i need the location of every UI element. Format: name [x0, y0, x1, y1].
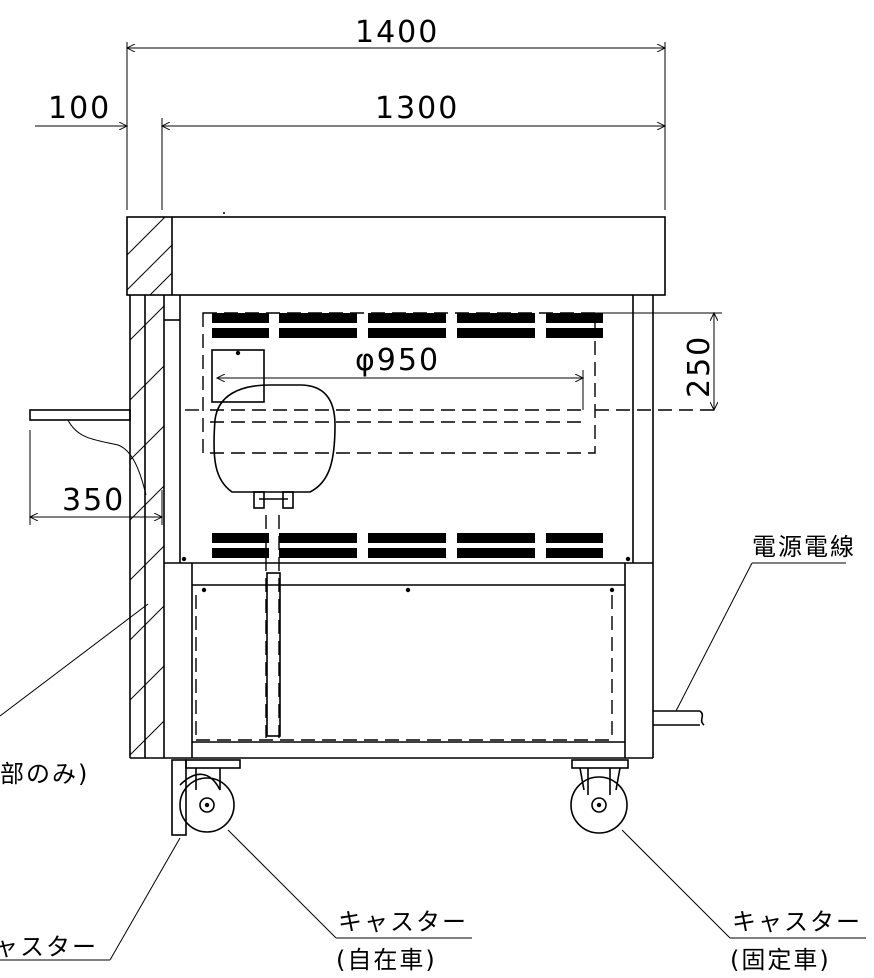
caster-right — [570, 759, 629, 834]
dimension-950: φ950 — [217, 343, 583, 410]
dimension-250-label: 250 — [682, 335, 717, 398]
caster-fixed-callout: キャスター (固定車) — [621, 829, 866, 974]
paddle-shape — [211, 349, 336, 737]
caster-left-label: ャスター — [0, 933, 98, 961]
power-cable-label: 電源電線 — [752, 533, 856, 561]
dimension-1300-label: 1300 — [375, 91, 459, 126]
caster-swivel-label-2: (自在車) — [336, 946, 437, 974]
caster-left-callout: ャスター — [0, 837, 181, 961]
caster-swivel-callout: キャスター (自在車) — [227, 829, 472, 974]
caster-swivel-label-1: キャスター — [338, 908, 468, 936]
dimension-250: 250 — [595, 313, 722, 410]
top-block — [126, 212, 666, 296]
dimension-1400-label: 1400 — [355, 15, 439, 50]
hidden-lines — [185, 312, 720, 741]
dimension-1400: 1400 — [127, 15, 665, 210]
caster-fixed-label-1: キャスター — [732, 908, 862, 936]
power-cable: 電源電線 — [653, 533, 856, 726]
caster-left — [171, 759, 241, 836]
vent-grilles — [212, 313, 603, 558]
dimension-350-label: 350 — [62, 483, 125, 518]
dimension-100-label: 100 — [48, 91, 111, 126]
body-frame — [129, 295, 654, 759]
side-shelf: 350 — [30, 409, 162, 525]
caster-fixed-label-2: (固定車) — [730, 946, 831, 974]
partial-note-label: 部のみ) — [0, 760, 89, 788]
dimension-950-label: φ950 — [355, 343, 440, 378]
left-leader: 部のみ) — [0, 603, 149, 788]
dimension-100-1300: 100 1300 — [35, 91, 665, 210]
